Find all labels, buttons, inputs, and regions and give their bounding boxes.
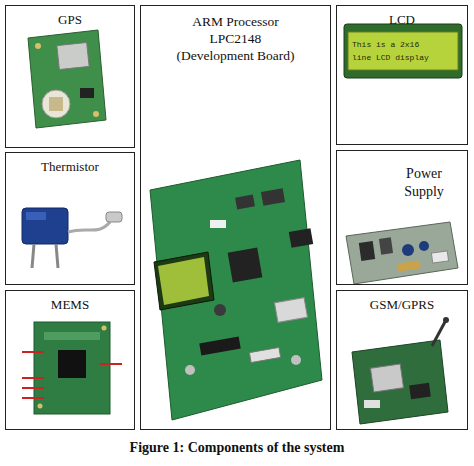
lcd-box: LCD [336, 5, 468, 145]
gsm-box: GSM/GPRS [336, 290, 468, 430]
figure-caption: Figure 1: Components of the system [0, 440, 474, 456]
mems-box: MEMS [5, 290, 135, 430]
thermistor-box: Thermistor [5, 152, 135, 285]
mems-board [22, 322, 122, 414]
component-title: ARM Processor LPC2148 (Development Board… [170, 14, 302, 65]
lcd-screen-text: This is a 2x16 [352, 41, 419, 49]
gsm-board [352, 317, 449, 424]
component-title: Thermistor [15, 159, 125, 175]
component-title: GSM/GPRS [347, 297, 457, 313]
gps-box: GPS [5, 5, 135, 148]
development-board [150, 160, 322, 420]
power-supply-board [346, 222, 458, 284]
lcd-module [344, 24, 462, 78]
component-title: Power Supply [389, 165, 459, 200]
component-title: LCD [347, 12, 457, 28]
thermistor-part [22, 208, 122, 268]
component-title: MEMS [15, 297, 125, 313]
component-title: GPS [15, 12, 125, 28]
processor-box: ARM Processor LPC2148 (Development Board… [140, 5, 331, 430]
power-supply-box: Power Supply [336, 150, 468, 285]
gps-module [28, 30, 106, 128]
lcd-screen-text: line LCD display [352, 54, 429, 62]
